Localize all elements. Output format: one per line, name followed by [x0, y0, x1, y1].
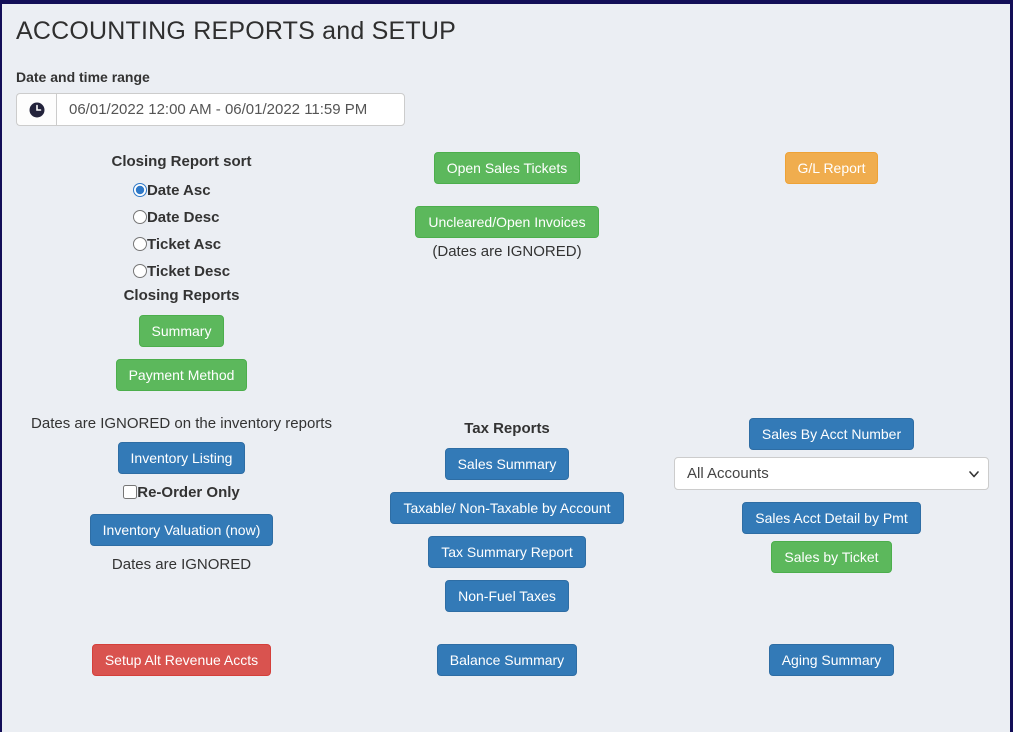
open-sales-tickets-button[interactable]: Open Sales Tickets	[433, 152, 581, 184]
clock-addon[interactable]	[16, 93, 56, 126]
date-range-label: Date and time range	[16, 69, 150, 85]
non-fuel-taxes-button[interactable]: Non-Fuel Taxes	[445, 580, 569, 612]
uncleared-open-invoices-button[interactable]: Uncleared/Open Invoices	[415, 206, 599, 238]
inventory-listing-button[interactable]: Inventory Listing	[117, 442, 246, 474]
valuation-dates-ignored-note: Dates are IGNORED	[111, 556, 252, 573]
tax-reports-column: Tax Reports Sales Summary Taxable/ Non-T…	[347, 414, 667, 612]
radio-date-asc[interactable]: Date Asc	[132, 180, 211, 200]
radio-ticket-desc-label: Ticket Desc	[146, 262, 231, 280]
sales-acct-detail-by-pmt-button[interactable]: Sales Acct Detail by Pmt	[742, 502, 921, 534]
reorder-only-label: Re-Order Only	[137, 483, 240, 501]
tax-summary-report-button[interactable]: Tax Summary Report	[428, 536, 586, 568]
payment-method-button[interactable]: Payment Method	[115, 359, 248, 391]
reorder-only-checkbox[interactable]	[123, 485, 138, 499]
radio-date-desc[interactable]: Date Desc	[132, 207, 220, 227]
tickets-column: Open Sales Tickets Uncleared/Open Invoic…	[347, 152, 667, 391]
closing-reports-heading: Closing Reports	[123, 287, 240, 304]
tax-reports-heading: Tax Reports	[464, 420, 550, 437]
reorder-only-checkbox-row[interactable]: Re-Order Only	[123, 482, 240, 502]
page-title: ACCOUNTING REPORTS and SETUP	[16, 17, 456, 45]
sales-accounts-column: Sales By Acct Number All Accounts Sales …	[667, 414, 996, 612]
sales-summary-button[interactable]: Sales Summary	[444, 448, 570, 480]
sales-by-ticket-button[interactable]: Sales by Ticket	[771, 541, 892, 573]
balance-column: Balance Summary	[347, 644, 667, 676]
radio-ticket-desc[interactable]: Ticket Desc	[132, 261, 231, 281]
radio-ticket-desc-input[interactable]	[132, 264, 147, 278]
radio-ticket-asc[interactable]: Ticket Asc	[132, 234, 222, 254]
aging-column: Aging Summary	[667, 644, 996, 676]
inventory-dates-ignored-note: Dates are IGNORED on the inventory repor…	[31, 415, 332, 432]
setup-column: Setup Alt Revenue Accts	[16, 644, 347, 676]
accounting-reports-page: ACCOUNTING REPORTS and SETUP Date and ti…	[2, 17, 1010, 676]
taxable-nontaxable-button[interactable]: Taxable/ Non-Taxable by Account	[390, 492, 624, 524]
date-range-input-group	[16, 93, 405, 126]
closing-report-sort-heading: Closing Report sort	[111, 153, 252, 170]
account-select[interactable]: All Accounts	[674, 457, 989, 490]
inventory-column: Dates are IGNORED on the inventory repor…	[16, 414, 347, 612]
account-select-wrap: All Accounts	[674, 457, 989, 490]
aging-summary-button[interactable]: Aging Summary	[768, 644, 895, 676]
date-range-input[interactable]	[56, 93, 405, 126]
sales-by-acct-number-button[interactable]: Sales By Acct Number	[748, 418, 915, 450]
radio-date-desc-input[interactable]	[132, 210, 147, 224]
balance-summary-button[interactable]: Balance Summary	[436, 644, 578, 676]
gl-report-button[interactable]: G/L Report	[784, 152, 879, 184]
radio-date-desc-label: Date Desc	[146, 208, 220, 226]
radio-ticket-asc-input[interactable]	[132, 237, 147, 251]
summary-button[interactable]: Summary	[138, 315, 225, 347]
clock-icon	[29, 102, 44, 117]
inventory-valuation-button[interactable]: Inventory Valuation (now)	[89, 514, 274, 546]
dates-ignored-note: (Dates are IGNORED)	[432, 243, 582, 260]
setup-alt-revenue-accts-button[interactable]: Setup Alt Revenue Accts	[91, 644, 272, 676]
radio-date-asc-label: Date Asc	[146, 181, 211, 199]
closing-sort-radio-group: Date Asc Date Desc Ticket Asc Ticket Des…	[132, 180, 231, 281]
radio-ticket-asc-label: Ticket Asc	[146, 235, 222, 253]
gl-column: G/L Report	[667, 152, 996, 391]
radio-date-asc-input[interactable]	[132, 183, 147, 197]
closing-reports-column: Closing Report sort Date Asc Date Desc T…	[16, 152, 347, 391]
